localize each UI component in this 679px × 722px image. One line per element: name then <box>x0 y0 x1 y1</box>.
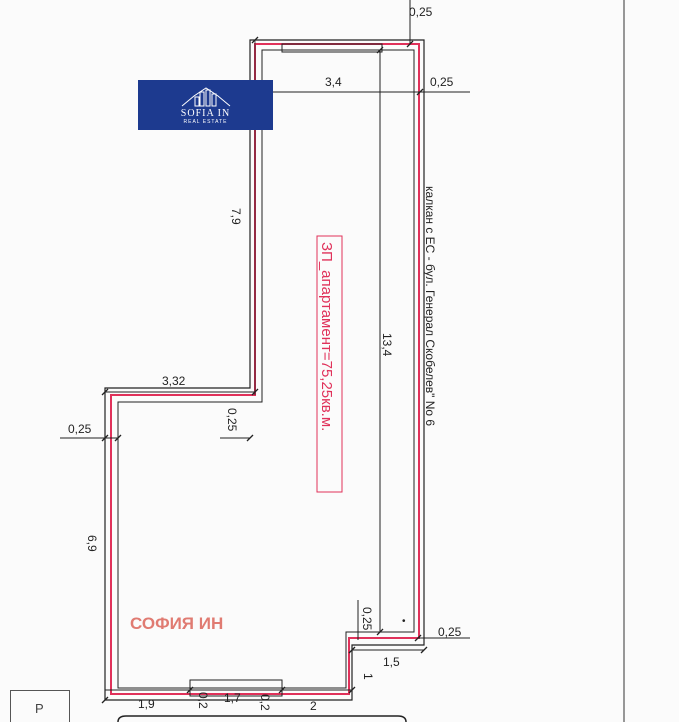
dim-top-wall: 0,25 <box>409 5 433 19</box>
inner-wall-outline <box>117 49 415 689</box>
logo-name: SOFIA IN <box>180 108 231 119</box>
dim-top-right: 0,25 <box>430 75 454 89</box>
facade-label: калкан с ЕС - бул. Генерал Скобелев" No … <box>423 186 437 426</box>
dim-bay-width: 1,5 <box>383 655 400 669</box>
window-top <box>281 43 383 53</box>
dim-top-width: 3,4 <box>325 75 342 89</box>
dim-bottom-right: 2 <box>310 699 317 713</box>
area-label: ЗП_апартамент=75,25кв.м. <box>318 242 335 431</box>
logo-subtitle: REAL ESTATE <box>183 119 228 125</box>
dim-left-lower: 6,9 <box>85 535 99 552</box>
dim-inner-length: 13,4 <box>380 333 394 357</box>
dim-bottom-small-2: 0,2 <box>258 694 272 711</box>
dim-bottom-opening: 1,7 <box>224 691 241 705</box>
dim-bottom-small-1: 0,2 <box>196 692 210 709</box>
window-bottom <box>189 679 283 697</box>
dim-bottom-left: 1,9 <box>138 697 155 711</box>
outer-wall-outline <box>104 39 425 701</box>
apartment-perimeter <box>110 43 420 695</box>
title-block-fragment: Р <box>10 690 70 722</box>
dim-left-wall: 0,25 <box>68 422 92 436</box>
dim-bay-depth: 1 <box>361 673 375 680</box>
dim-step-width: 3,32 <box>162 374 186 388</box>
bottom-frame <box>117 715 407 722</box>
dim-right-wall-bottom: 0,25 <box>438 625 462 639</box>
title-block-glyph: Р <box>35 701 44 716</box>
dim-step-wall: 0,25 <box>225 408 239 432</box>
buildings-icon <box>181 87 230 107</box>
company-logo: SOFIA IN REAL ESTATE <box>138 80 273 130</box>
dim-bay-wall: 0,25 <box>360 607 374 631</box>
small-mark: • <box>402 616 406 627</box>
dimension-ticks <box>101 36 428 704</box>
dim-left-upper: 7,9 <box>229 208 243 225</box>
area-label-box <box>316 235 343 493</box>
brand-text: СОФИЯ ИН <box>130 614 224 633</box>
